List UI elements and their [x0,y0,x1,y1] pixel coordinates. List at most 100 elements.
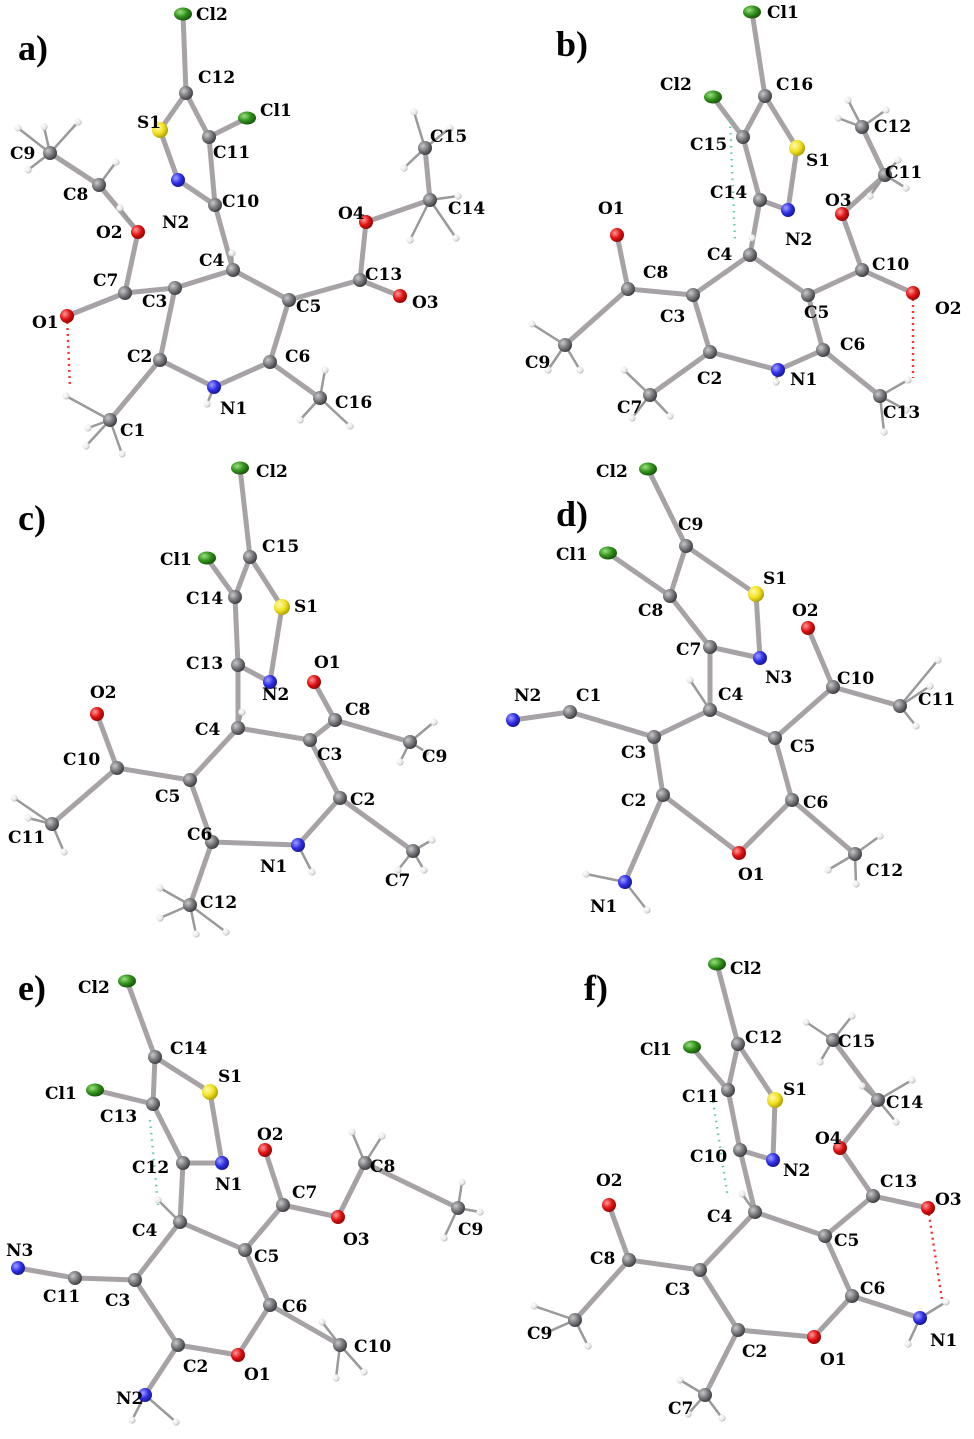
atom-label: C2 [697,369,722,389]
atom-label: C4 [707,245,733,265]
atom-C9 [679,539,693,553]
atom-O1 [60,309,74,323]
atom-C16 [313,391,327,405]
hydrogen-atom [458,1178,466,1186]
bond [725,1087,743,1153]
atom-C7 [276,1198,290,1212]
atom-label: N2 [162,213,189,233]
atom-label: C6 [803,793,828,813]
hydrogens [14,108,462,458]
panel-label: c) [18,498,46,538]
h-bond [188,903,228,934]
atom-label: N1 [930,1331,957,1351]
atoms [568,957,935,1402]
atom-label: C8 [590,1249,615,1269]
h-bond [408,198,432,242]
atom-label: C7 [617,398,642,418]
atom-C8 [358,1156,372,1170]
hydrogen-atom [321,366,329,374]
hydrogen-atom [880,428,888,436]
atom-label: C10 [63,750,100,770]
atom-C9 [568,1313,582,1327]
atom-label: C14 [186,589,223,609]
atom-label: N2 [785,230,812,250]
atom-C4 [173,1215,187,1229]
atom-C9 [558,338,572,352]
atom-label: C14 [710,183,747,203]
atom-C6 [785,793,799,807]
atom-label: O3 [825,191,852,211]
atom-C13 [866,1189,880,1203]
atom-label: Cl2 [730,959,762,979]
atom-label: S1 [763,569,787,589]
atom-label: C3 [142,292,167,312]
atom-C14 [871,1093,885,1107]
hydrogen-atom [892,1118,900,1126]
atom-C8 [663,589,677,603]
atom-N3 [753,651,767,665]
atom-C7 [703,640,717,654]
atom-C9 [403,735,417,749]
atom-label: C13 [880,1172,917,1192]
h-bond [898,658,940,708]
atom-Cl2 [231,461,249,475]
atom-Cl2 [708,957,726,971]
bond [752,1209,828,1239]
hydrogen-atom [10,794,18,802]
bond [262,1147,286,1208]
hydrogen-atom [203,400,211,408]
atom-C2 [731,1323,745,1337]
atom-label: C5 [790,737,815,757]
atom-label: C16 [335,393,372,413]
atom-O2 [801,621,815,635]
bond [187,725,241,783]
bond [839,172,888,217]
bond [357,219,369,283]
hydrogen-atom [428,836,436,844]
atom-O3 [835,207,849,221]
atom-C12 [176,1156,190,1170]
atom-C12 [183,898,197,912]
bond [747,252,811,298]
atom-label: Cl1 [556,545,588,565]
atom-label: C7 [385,871,410,891]
atom-C6 [816,343,830,357]
atom-label: C5 [834,1231,859,1251]
hydrogen-atom [192,930,200,938]
atom-C10 [855,263,869,277]
bond [830,684,903,709]
hydrogen-atom [422,748,430,756]
hydrogen-atom [934,656,942,664]
atom-label: C6 [860,1279,885,1299]
atom-O3 [393,289,407,303]
atom-C11 [893,699,907,713]
hydrogen-atom [544,1328,552,1336]
atom-Cl1 [198,551,216,565]
atom-label: C12 [132,1158,169,1178]
bond [749,9,768,99]
atom-C12 [731,1037,745,1051]
atom-label: C9 [527,1324,552,1344]
hydrogen-bond-contact [926,1207,944,1301]
bond [697,1209,758,1273]
bond [735,1041,778,1103]
atom-label: C6 [282,1297,307,1317]
atom-label: Cl2 [78,978,110,998]
bond [177,1160,186,1225]
atom-label: O4 [815,1129,842,1149]
atom-label: Cl1 [640,1040,672,1060]
atom-label: C10 [222,192,259,212]
atom-label: Cl2 [660,75,692,95]
atom-label: C5 [155,787,180,807]
atom-C8 [622,1253,636,1267]
atom-N1 [771,363,785,377]
atom-C11 [202,130,216,144]
hydrogen-atom [452,234,460,242]
atom-C11 [68,1271,82,1285]
hydrogen-atom [904,1340,912,1348]
bond [820,347,883,399]
atom-label: C9 [422,747,447,767]
atom-S1 [152,122,168,138]
